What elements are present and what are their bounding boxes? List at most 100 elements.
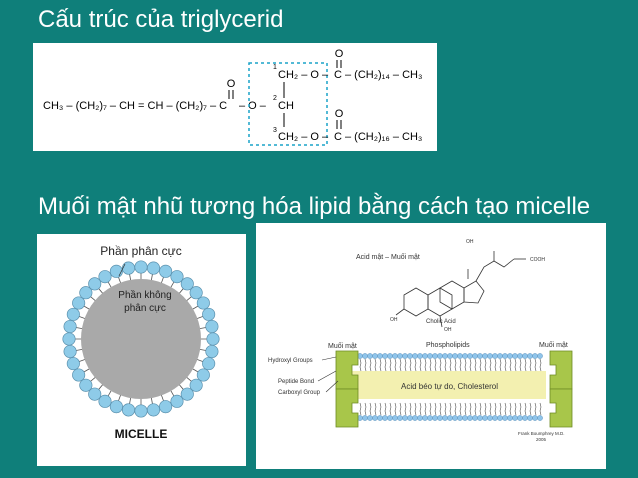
micelle-head: [196, 296, 210, 310]
author-credit-line2: 2005: [536, 437, 547, 442]
polar-part-label: Phần phân cực: [100, 244, 181, 258]
upper-head: [367, 353, 373, 359]
micelle-head: [134, 404, 148, 418]
bottom-carbonyl-oxygen: O: [335, 108, 344, 120]
micelle-panel: Phần phân cực Phần không phân cực MICELL…: [37, 234, 246, 466]
cholic-oh-left: OH: [390, 317, 398, 323]
lower-head: [487, 415, 493, 421]
upper-head: [392, 353, 398, 359]
ester-oxygen-middle: – O –: [239, 100, 267, 112]
lower-head: [452, 415, 458, 421]
free-fatty-acid-cholesterol-label: Acid béo tự do, Cholesterol: [401, 382, 498, 391]
upper-head: [537, 353, 543, 359]
micelle-head: [196, 368, 210, 382]
micelle-head: [205, 344, 219, 359]
bile-salt-right-bottom: [549, 388, 573, 428]
lower-tail: [524, 402, 527, 416]
micelle-head: [98, 394, 112, 408]
micelle-head: [170, 394, 184, 408]
lower-tail: [539, 402, 542, 416]
upper-tail: [369, 358, 372, 372]
micelle-head: [205, 319, 219, 334]
upper-head: [442, 353, 448, 359]
hydroxyl-groups-label: Hydroxyl Groups: [268, 358, 313, 364]
upper-head: [527, 353, 533, 359]
slide-title-micelle: Muối mật nhũ tương hóa lipid bằng cách t…: [38, 193, 591, 220]
lower-tail: [379, 402, 382, 416]
lower-head: [437, 415, 443, 421]
micelle-head: [146, 403, 161, 417]
lower-head: [372, 415, 378, 421]
micelle-head: [180, 387, 194, 401]
lower-head: [502, 415, 508, 421]
lower-tail: [464, 402, 467, 416]
lower-tail: [419, 402, 422, 416]
upper-head: [437, 353, 443, 359]
micelle-head: [170, 270, 184, 284]
lower-tail: [494, 402, 497, 416]
lower-head: [432, 415, 438, 421]
upper-phospholipid-tails: [359, 358, 542, 372]
lower-head: [457, 415, 463, 421]
lower-head: [537, 415, 543, 421]
upper-tail: [474, 358, 477, 372]
micelle-head: [121, 403, 136, 417]
micelle-head: [109, 400, 123, 414]
lower-head: [402, 415, 408, 421]
lower-head: [392, 415, 398, 421]
lower-tail: [429, 402, 432, 416]
upper-head: [532, 353, 538, 359]
upper-head: [377, 353, 383, 359]
micelle-head: [121, 261, 136, 275]
upper-tail: [539, 358, 542, 372]
upper-tail: [489, 358, 492, 372]
upper-tail: [459, 358, 462, 372]
author-credit-line1: Frank Boumphrey M.D.: [518, 431, 565, 436]
micelle-head: [63, 319, 77, 334]
lower-tail: [359, 402, 362, 416]
cholic-cooh: COOH: [530, 257, 545, 263]
upper-head: [507, 353, 513, 359]
lower-tail: [369, 402, 372, 416]
upper-head: [372, 353, 378, 359]
lower-tail: [519, 402, 522, 416]
upper-head: [512, 353, 518, 359]
micelle-head: [79, 378, 93, 392]
upper-tail: [364, 358, 367, 372]
micelle-diagram: Phần phân cực Phần không phân cực MICELL…: [62, 244, 220, 441]
bile-acid-label: Acid mật – Muối mật: [356, 252, 420, 261]
upper-tail: [534, 358, 537, 372]
glycerol-highlight-box: [248, 62, 328, 146]
upper-tail: [504, 358, 507, 372]
polar-label-pointer: [118, 263, 126, 277]
bile-salt-left-top: [335, 350, 359, 390]
micelle-head: [66, 307, 80, 321]
bile-salt-left-bottom: [335, 388, 359, 428]
lower-head: [442, 415, 448, 421]
glycerol-carbon-1: CH₂ – O –: [278, 69, 329, 81]
peptide-pointer: [317, 370, 337, 382]
lower-head: [472, 415, 478, 421]
lower-head: [377, 415, 383, 421]
lower-phospholipid-tails: [359, 402, 542, 416]
lower-tail: [529, 402, 532, 416]
upper-head: [472, 353, 478, 359]
lower-tail: [389, 402, 392, 416]
cholic-oh-bottom: OH: [444, 327, 452, 333]
lower-head: [527, 415, 533, 421]
upper-head: [452, 353, 458, 359]
lower-tail: [394, 402, 397, 416]
upper-tail: [519, 358, 522, 372]
phospholipids-label: Phospholipids: [426, 342, 470, 349]
upper-tail: [484, 358, 487, 372]
upper-head: [477, 353, 483, 359]
lower-head: [417, 415, 423, 421]
upper-tail: [499, 358, 502, 372]
upper-tail: [359, 358, 362, 372]
lower-head: [477, 415, 483, 421]
micelle-head: [189, 286, 203, 300]
lower-head: [407, 415, 413, 421]
lower-head: [427, 415, 433, 421]
micelle-nonpolar-core: [81, 279, 201, 399]
upper-head: [502, 353, 508, 359]
